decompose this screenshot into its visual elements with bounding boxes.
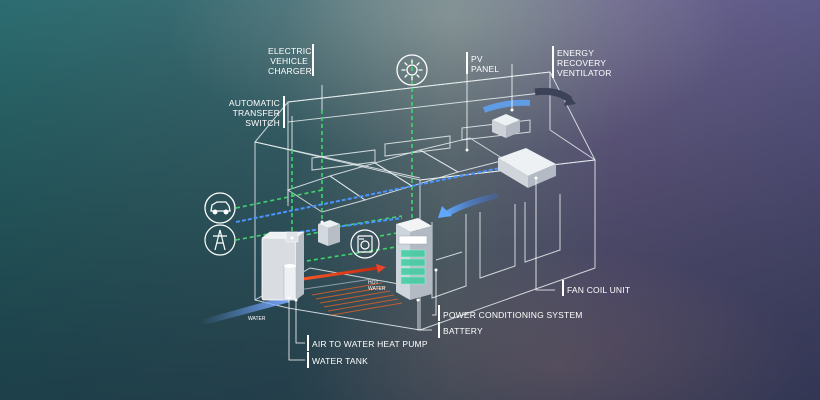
hot-water-label: HOT WATER	[368, 280, 386, 292]
label-bar	[307, 352, 309, 368]
ev-charger-label: ELECTRIC VEHICLE CHARGER	[268, 46, 312, 76]
erv-label: ENERGY RECOVERY VENTILATOR	[557, 48, 612, 78]
label-bar	[438, 322, 440, 338]
ats-label: AUTOMATIC TRANSFER SWITCH	[228, 98, 280, 128]
label-bar	[552, 46, 554, 78]
label-bar	[312, 44, 314, 76]
label-bar	[466, 52, 468, 74]
water-tank-label: WATER TANK	[312, 356, 368, 366]
pcs-label: POWER CONDITIONING SYSTEM	[443, 310, 583, 320]
battery-label: BATTERY	[443, 326, 483, 336]
label-bar	[307, 335, 309, 351]
heat-pump-label: AIR TO WATER HEAT PUMP	[312, 339, 428, 349]
pv-panel-label: PV PANEL	[471, 54, 500, 74]
label-bar	[438, 305, 440, 321]
label-bar	[283, 96, 285, 128]
washing-machine-icon	[350, 229, 380, 259]
water-inlet-label: WATER	[248, 316, 266, 322]
power-tower-icon	[204, 224, 236, 256]
sun-icon	[396, 54, 428, 86]
fan-coil-label: FAN COIL UNIT	[567, 285, 631, 295]
label-bar	[562, 280, 564, 296]
car-icon	[204, 192, 236, 224]
